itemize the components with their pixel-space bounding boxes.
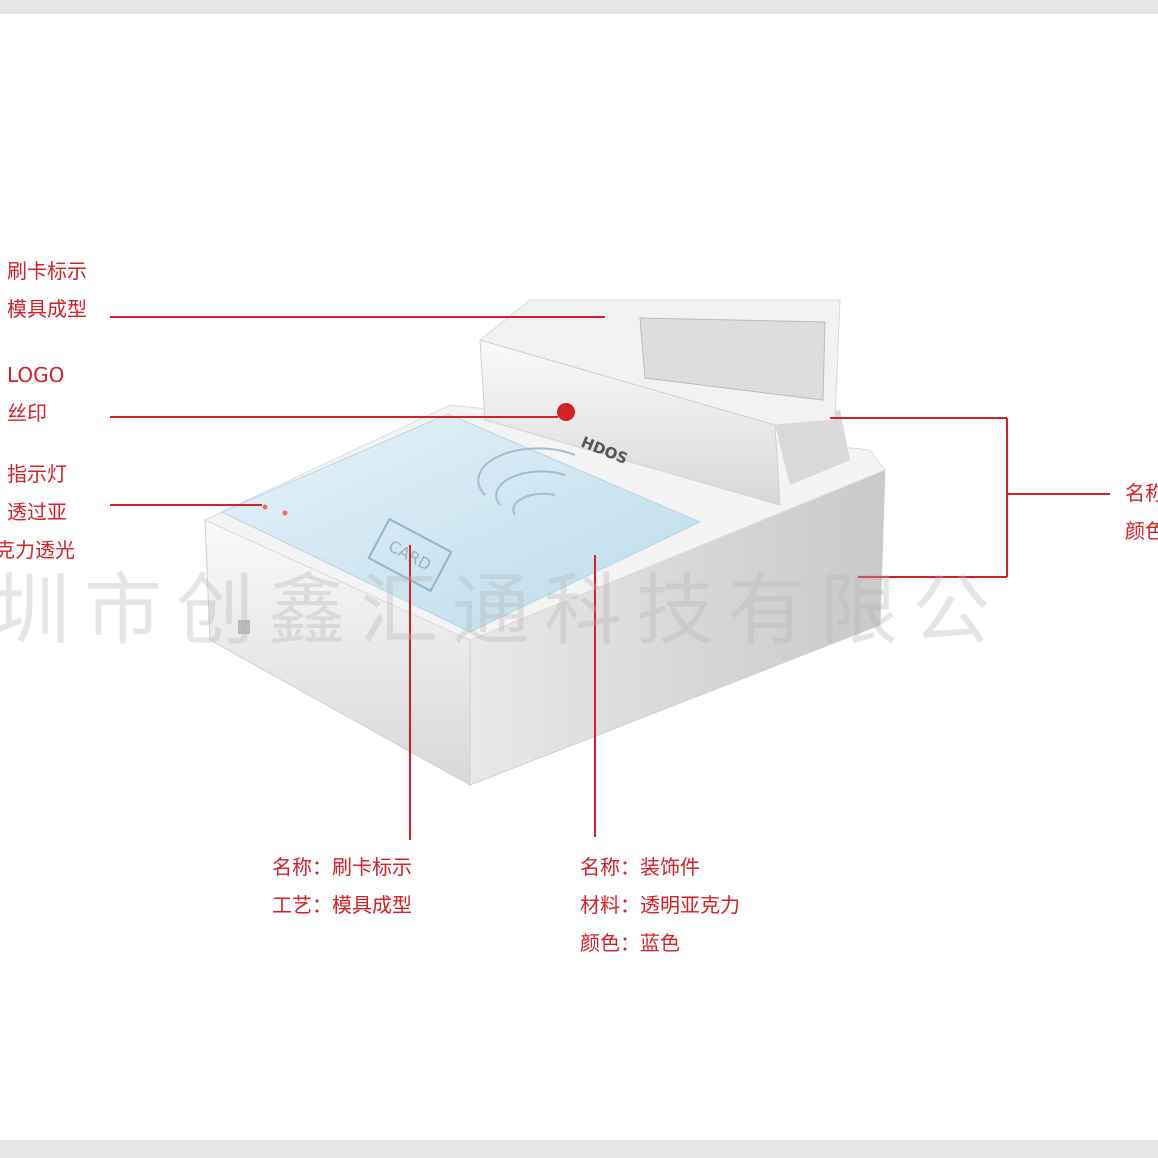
callout-line: 模具成型 bbox=[7, 297, 87, 321]
callout-line: 刷卡标示 bbox=[7, 259, 87, 283]
callout-logo: LOGO 丝印 bbox=[7, 356, 64, 432]
callout-line: 工艺：模具成型 bbox=[272, 893, 412, 917]
top-band bbox=[0, 0, 1158, 14]
card-slot bbox=[238, 620, 250, 634]
callout-right: 名称 颜色 bbox=[1125, 474, 1158, 550]
callout-indicator: 指示灯 透过亚 克力透光 bbox=[0, 455, 75, 569]
callout-line: 名称 bbox=[1125, 481, 1158, 505]
swipe-slot bbox=[639, 317, 826, 401]
leader-lines bbox=[110, 316, 1110, 840]
watermark: 圳市创鑫汇通科技有限公 bbox=[0, 566, 1005, 656]
indicator-light bbox=[262, 504, 268, 510]
contactless-icon bbox=[477, 447, 576, 516]
callout-decor: 名称：装饰件 材料：透明亚克力 颜色：蓝色 bbox=[580, 848, 740, 962]
hdos-logo-icon bbox=[557, 403, 575, 421]
glass-panel bbox=[220, 413, 702, 633]
bottom-band bbox=[0, 1140, 1158, 1158]
callout-swipe-left: 刷卡标示 模具成型 bbox=[7, 252, 87, 328]
callout-line: LOGO bbox=[7, 363, 65, 387]
reader-front bbox=[479, 339, 781, 506]
callout-line: 颜色 bbox=[1125, 519, 1158, 543]
callout-line: 名称：装饰件 bbox=[580, 855, 700, 879]
callout-line: 克力透光 bbox=[0, 538, 75, 562]
reader-right bbox=[775, 410, 850, 485]
callout-line: 名称：刷卡标示 bbox=[272, 855, 412, 879]
callout-card-mark: 名称：刷卡标示 工艺：模具成型 bbox=[272, 848, 412, 924]
callout-line: 丝印 bbox=[7, 401, 47, 425]
callout-line: 材料：透明亚克力 bbox=[580, 893, 740, 917]
callout-line: 指示灯 bbox=[7, 462, 67, 486]
callout-line: 颜色：蓝色 bbox=[580, 931, 680, 955]
indicator-light bbox=[282, 510, 288, 516]
callout-line: 透过亚 bbox=[7, 500, 67, 524]
